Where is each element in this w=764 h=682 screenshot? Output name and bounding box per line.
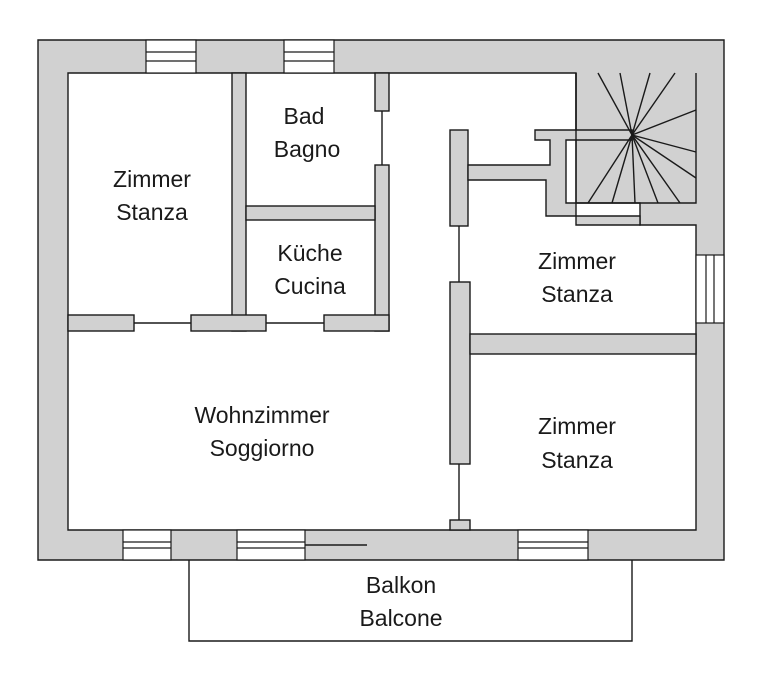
window-right [695,254,725,324]
living-label-line1: Wohnzimmer [194,402,329,428]
room-label-left-line1: Zimmer [113,166,191,192]
window-top-left [145,39,197,74]
bath-label-line1: Bad [284,103,325,129]
balcony-label-line1: Balkon [366,572,436,598]
window-top-bath [283,39,335,74]
balcony-label-line2: Balcone [359,605,442,631]
room-label-right-upper-line1: Zimmer [538,248,616,274]
living-label-line2: Soggiorno [210,435,315,461]
bath-label-line2: Bagno [274,136,341,162]
interior-walls [67,72,697,531]
staircase [575,72,697,204]
room-label-left-line2: Stanza [116,199,188,225]
door-lines [134,111,460,546]
room-label-right-lower-line1: Zimmer [538,413,616,439]
window-bottom-right [517,529,589,561]
balcony-outline [188,560,633,642]
kitchen-label-line2: Cucina [274,273,346,299]
room-label-right-lower-line2: Stanza [541,447,613,473]
window-bottom-living [236,529,306,561]
room-label-right-upper-line2: Stanza [541,281,613,307]
window-bottom-left [122,529,172,561]
kitchen-label-line1: Küche [277,240,342,266]
